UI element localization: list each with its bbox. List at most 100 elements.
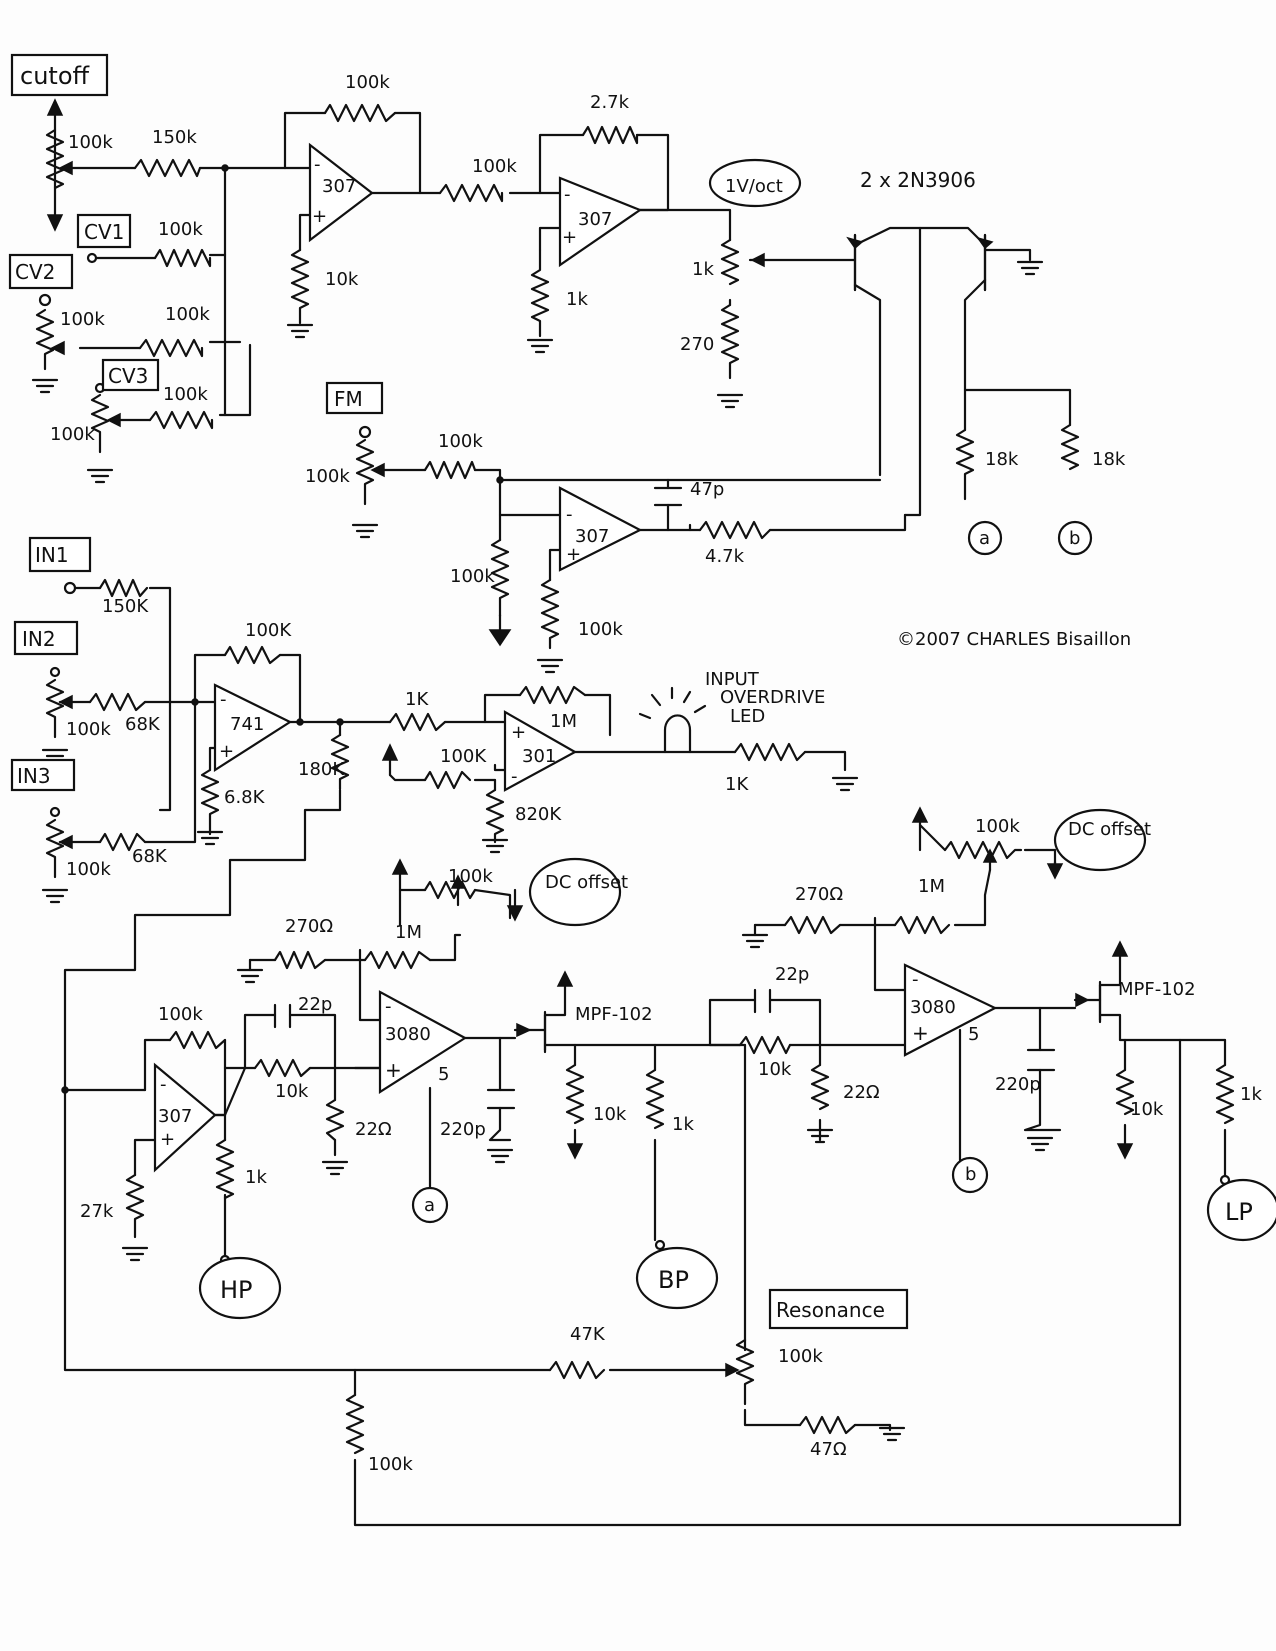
val-trim-1k: 1k [692, 259, 714, 280]
label-b-top: b [1069, 528, 1080, 549]
terminals [38, 164, 1231, 1266]
val-jfet-1: MPF-102 [575, 1004, 653, 1025]
val-cutoff-pot: 100k [68, 132, 113, 153]
opamp-u2 [558, 176, 643, 268]
grounds [31, 260, 1054, 1442]
opamp-u5 [503, 710, 578, 792]
resistor-47k [548, 1360, 606, 1380]
led [638, 686, 707, 754]
val-100k-fb1: 100k [345, 72, 390, 93]
u4-plus: + [219, 741, 234, 762]
pot-fm [355, 438, 375, 506]
pot-dc-offset-1 [423, 880, 477, 900]
pot-cv3 [90, 393, 110, 454]
label-cv1: CV1 [84, 220, 124, 244]
u5-minus: - [511, 766, 518, 787]
resistor-150k [133, 158, 202, 178]
pot-cv2 [35, 308, 55, 371]
val-100k-u3-gnd: 100k [450, 566, 495, 587]
ota1-minus: - [385, 996, 392, 1017]
resistor-4-7k [698, 520, 772, 540]
val-22p-2: 22p [775, 964, 809, 985]
label-fm: FM [334, 387, 363, 411]
resistor-1k-301 [388, 712, 447, 732]
val-180k: 180K [298, 759, 345, 780]
val-18k-a: 18k [985, 449, 1019, 470]
label-cv2: CV2 [15, 260, 55, 284]
resistor-10k-ota2 [738, 1035, 792, 1055]
val-150k: 150k [152, 127, 197, 148]
resistor-10k-jfet1 [565, 1063, 585, 1125]
val-10k-jfet1: 10k [593, 1104, 627, 1125]
pot-wipers [46, 98, 1134, 1378]
label-in1: IN1 [35, 543, 69, 567]
resistor-2-7k [581, 125, 639, 145]
ota-1-label: 3080 [385, 1024, 431, 1045]
opamp-u4 [213, 683, 293, 773]
val-1k-u2: 1k [566, 289, 588, 310]
val-47: 47Ω [810, 1439, 847, 1460]
val-150k-in1: 150K [102, 596, 149, 617]
resistor-100k-u3-plus [540, 578, 560, 650]
resistor-cv3 [148, 410, 214, 430]
pot-resonance [735, 1338, 755, 1406]
led-label-3: LED [730, 706, 765, 727]
ota-2-label: 3080 [910, 997, 956, 1018]
resistor-27k [125, 1173, 145, 1239]
resistor-cv1 [153, 248, 212, 268]
resistor-150k-in1 [98, 578, 149, 598]
u3-plus: + [566, 544, 581, 565]
label-in2: IN2 [22, 627, 56, 651]
val-1k-led: 1K [725, 774, 749, 795]
resistor-10k-ota1 [253, 1058, 312, 1078]
val-100k-741: 100K [245, 620, 292, 641]
val-10k-ota1: 10k [275, 1081, 309, 1102]
val-1k-lp: 1k [1240, 1084, 1262, 1105]
resistor-100k-fb [323, 103, 397, 123]
val-1m-ota1: 1M [395, 922, 422, 943]
val-2-7k: 2.7k [590, 92, 630, 113]
val-47p: 47p [690, 479, 724, 500]
val-10k-ota2: 10k [758, 1059, 792, 1080]
label-cv3: CV3 [108, 364, 148, 388]
resistor-fm [423, 460, 477, 480]
resistor-180k [330, 733, 350, 791]
capacitors [273, 486, 1056, 1110]
opamp-u4-label: 741 [230, 714, 264, 735]
resistor-100k-bottom [345, 1393, 365, 1455]
val-1k-hp: 1k [245, 1167, 267, 1188]
pot-in3 [45, 818, 65, 879]
resistor-1k-bp [645, 1068, 665, 1130]
resistor-820k [485, 788, 505, 844]
pot-in2 [45, 678, 65, 739]
val-1m-ota2: 1M [918, 876, 945, 897]
val-pot-in2: 100k [66, 719, 111, 740]
label-frames [8, 53, 909, 1330]
val-pot-in3: 100k [66, 859, 111, 880]
resistor-1m-301 [518, 685, 587, 705]
resistor-270-ota2 [783, 915, 842, 935]
val-cv2: 100k [165, 304, 210, 325]
resistors [35, 103, 1235, 1455]
led-label-1: INPUT [705, 669, 760, 690]
val-270: 270 [680, 334, 714, 355]
ota2-minus: - [912, 969, 919, 990]
val-dc-pot-2: 100k [975, 816, 1020, 837]
resistor-1k-u2 [530, 248, 550, 338]
resistor-270 [720, 303, 740, 380]
val-pot-cv2: 100k [60, 309, 105, 330]
resistor-cv2 [138, 338, 204, 358]
val-1k-bp: 1k [672, 1114, 694, 1135]
val-1m-301: 1M [550, 711, 577, 732]
text-labels: cutoff CV1 CV2 CV3 FM IN1 IN2 IN3 Resona… [15, 62, 1262, 1475]
ota2-plus: + [912, 1021, 929, 1045]
resistor-100k-u6 [168, 1030, 227, 1050]
wires [58, 111, 1227, 1527]
val-220p-2: 220p [995, 1074, 1041, 1095]
val-27k: 27k [80, 1201, 114, 1222]
label-resonance: Resonance [776, 1298, 885, 1322]
val-22p-1: 22p [298, 994, 332, 1015]
trim-1k [720, 238, 740, 286]
opamps [153, 142, 998, 1173]
label-cutoff: cutoff [20, 62, 90, 90]
